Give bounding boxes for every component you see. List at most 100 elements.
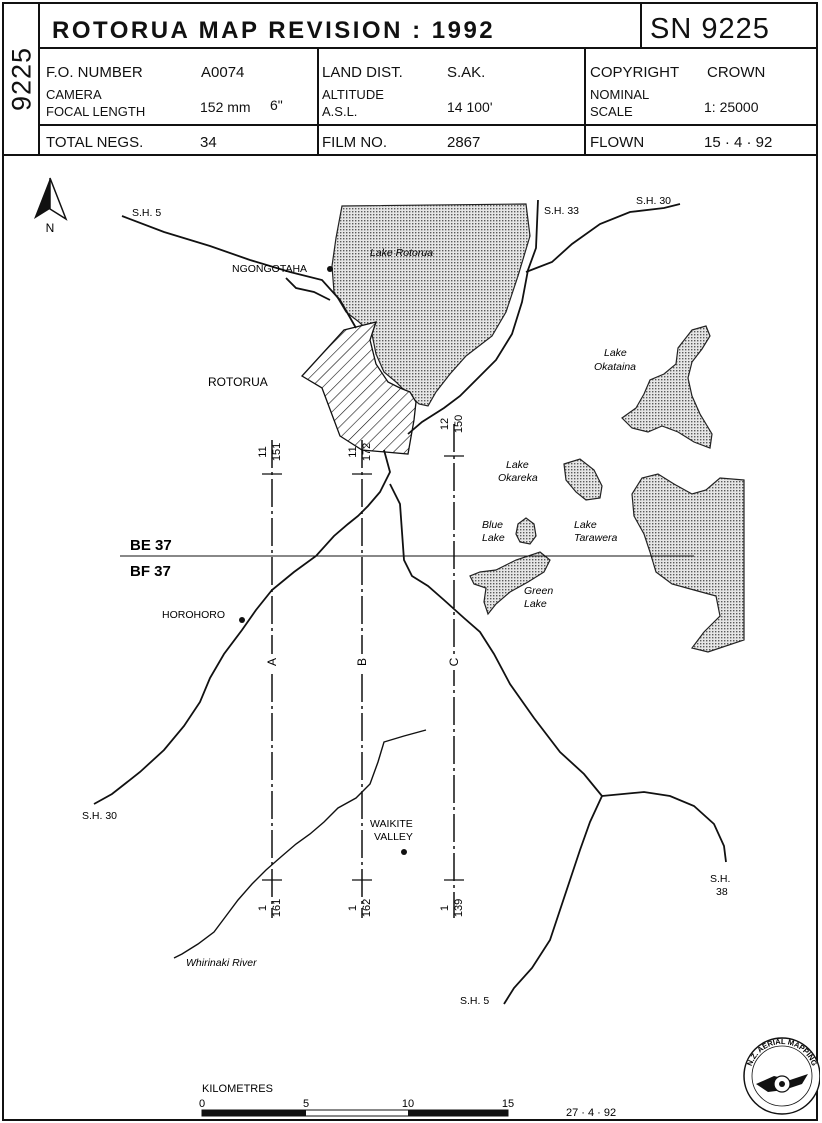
horohoro-dot [239,617,245,623]
green-lake-label-2: Lake [524,598,547,610]
run-a-end-number: 1 [257,905,269,911]
run-b-start-frame: 172 [361,443,373,461]
run-b-letter: B [355,658,369,666]
sh30-south-label: S.H. 30 [82,810,117,822]
header-divider-2 [40,124,818,126]
lake-tarawera-label-2: Tarawera [574,532,618,544]
ngongotaha-label: NGONGOTAHA [232,263,307,275]
ngongotaha-dot [327,266,333,272]
whirinaki-river-label: Whirinaki River [186,957,257,969]
run-letters: A B C [265,654,461,670]
sh5-south-label: S.H. 5 [460,995,489,1007]
film-number-value: 2867 [447,134,481,151]
waikite-dot [401,849,407,855]
road-network [93,199,727,1005]
run-b-end-number: 1 [347,905,359,911]
run-tick-marks [262,455,464,881]
column-divider-2 [584,47,586,154]
altitude-value: 14 100' [447,99,493,115]
blue-lake-label-2: Lake [482,532,505,544]
land-district-label: LAND DIST. [322,64,403,81]
run-c-letter: C [447,657,461,666]
title-divider [640,4,642,47]
green-lake-label-1: Green [524,585,553,597]
header-divider-1 [40,47,818,49]
sheet-labels: BE 37 BF 37 [130,537,172,580]
scale-label: SCALE [590,104,633,119]
blue-lake-label-1: Blue [482,519,503,531]
place-labels: NGONGOTAHA ROTORUA HOROHORO WAIKITE VALL… [162,263,413,855]
copyright-value: CROWN [707,64,766,81]
run-a-number: 11 [257,446,269,457]
scale-tick-5: 5 [303,1098,309,1110]
run-labels: 11 151 11 172 12 150 1 161 1 162 1 139 [257,415,465,917]
run-a-letter: A [265,658,279,666]
lake-okareka-label-2: Okareka [498,472,538,484]
waikite-label-1: WAIKITE [370,818,413,830]
camera-label: CAMERA [46,87,102,102]
lake-okareka-label-1: Lake [506,459,529,471]
scale-bar: KILOMETRES 0 5 10 15 [199,1083,514,1117]
whirinaki-river [173,729,427,959]
map-title: ROTORUA MAP REVISION : 1992 [52,17,496,44]
total-negatives-label: TOTAL NEGS. [46,134,144,151]
sh33-label: S.H. 33 [544,205,579,217]
copyright-label: COPYRIGHT [590,64,680,81]
lake-okataina-shape [621,325,713,449]
fo-number-label: F.O. NUMBER [46,64,143,81]
run-b-number: 11 [347,446,359,457]
blue-lake-shape [515,517,537,545]
sheet-south-label: BF 37 [130,563,171,580]
land-district-value: S.AK. [447,64,486,81]
sheet-number: SN 9225 [650,13,770,45]
focal-length-mm: 152 mm [200,99,251,115]
run-c-number: 12 [439,418,451,430]
side-number: 9225 [6,46,37,112]
flown-date-value: 15 · 4 · 92 [704,134,773,151]
rotorua-label: ROTORUA [208,375,268,389]
scale-bar-title: KILOMETRES [202,1083,273,1095]
fo-number-value: A0074 [201,64,245,81]
north-arrow-icon [34,177,68,221]
rotorua-urban-area [300,321,417,455]
lake-labels: Lake Rotorua Lake Okataina Lake Okareka … [370,247,636,610]
lake-rotorua-label: Lake Rotorua [370,247,433,259]
side-number-box: 9225 [4,4,40,154]
run-c-end-frame: 139 [453,899,465,917]
sh30-north-label: S.H. 30 [636,195,671,207]
asl-label: A.S.L. [322,104,358,119]
flight-plan-map: N [34,177,820,1119]
total-negatives-value: 34 [200,134,217,151]
lake-okataina-label-1: Lake [604,347,627,359]
scale-tick-10: 10 [402,1098,414,1110]
header-block: 9225 ROTORUA MAP REVISION : 1992 SN 9225… [4,4,820,156]
horohoro-label: HOROHORO [162,609,225,621]
lake-okareka-shape [563,458,603,501]
north-label: N [46,221,55,235]
run-a-start-frame: 151 [271,443,283,461]
lake-okataina-label-2: Okataina [594,361,636,373]
scale-value: 1: 25000 [704,99,759,115]
nominal-label: NOMINAL [590,87,650,102]
film-number-label: FILM NO. [322,134,388,151]
flight-run-lines [271,424,455,918]
run-c-end-number: 1 [439,905,451,911]
drawing-date: 27 · 4 · 92 [566,1107,616,1119]
run-c-start-frame: 150 [453,415,465,433]
altitude-label: ALTITUDE [322,87,384,102]
focal-length-inches: 6" [270,97,283,113]
header-bottom-border [4,154,818,156]
green-lake-shape [469,551,551,616]
nz-aerial-mapping-seal-icon: N.Z. AERIAL MAPPING [743,1037,820,1115]
scale-tick-0: 0 [199,1098,205,1110]
sh38-label-2: 38 [716,886,728,898]
lake-tarawera-label-1: Lake [574,519,597,531]
sh5-north-label: S.H. 5 [132,207,161,219]
focal-length-label: FOCAL LENGTH [46,104,146,119]
road-labels: S.H. 5 S.H. 33 S.H. 30 S.H. 30 S.H. 38 S… [82,195,730,1007]
scale-tick-15: 15 [502,1098,514,1110]
run-b-end-frame: 162 [361,899,373,917]
column-divider-1 [317,47,319,154]
sh38-label-1: S.H. [710,873,730,885]
